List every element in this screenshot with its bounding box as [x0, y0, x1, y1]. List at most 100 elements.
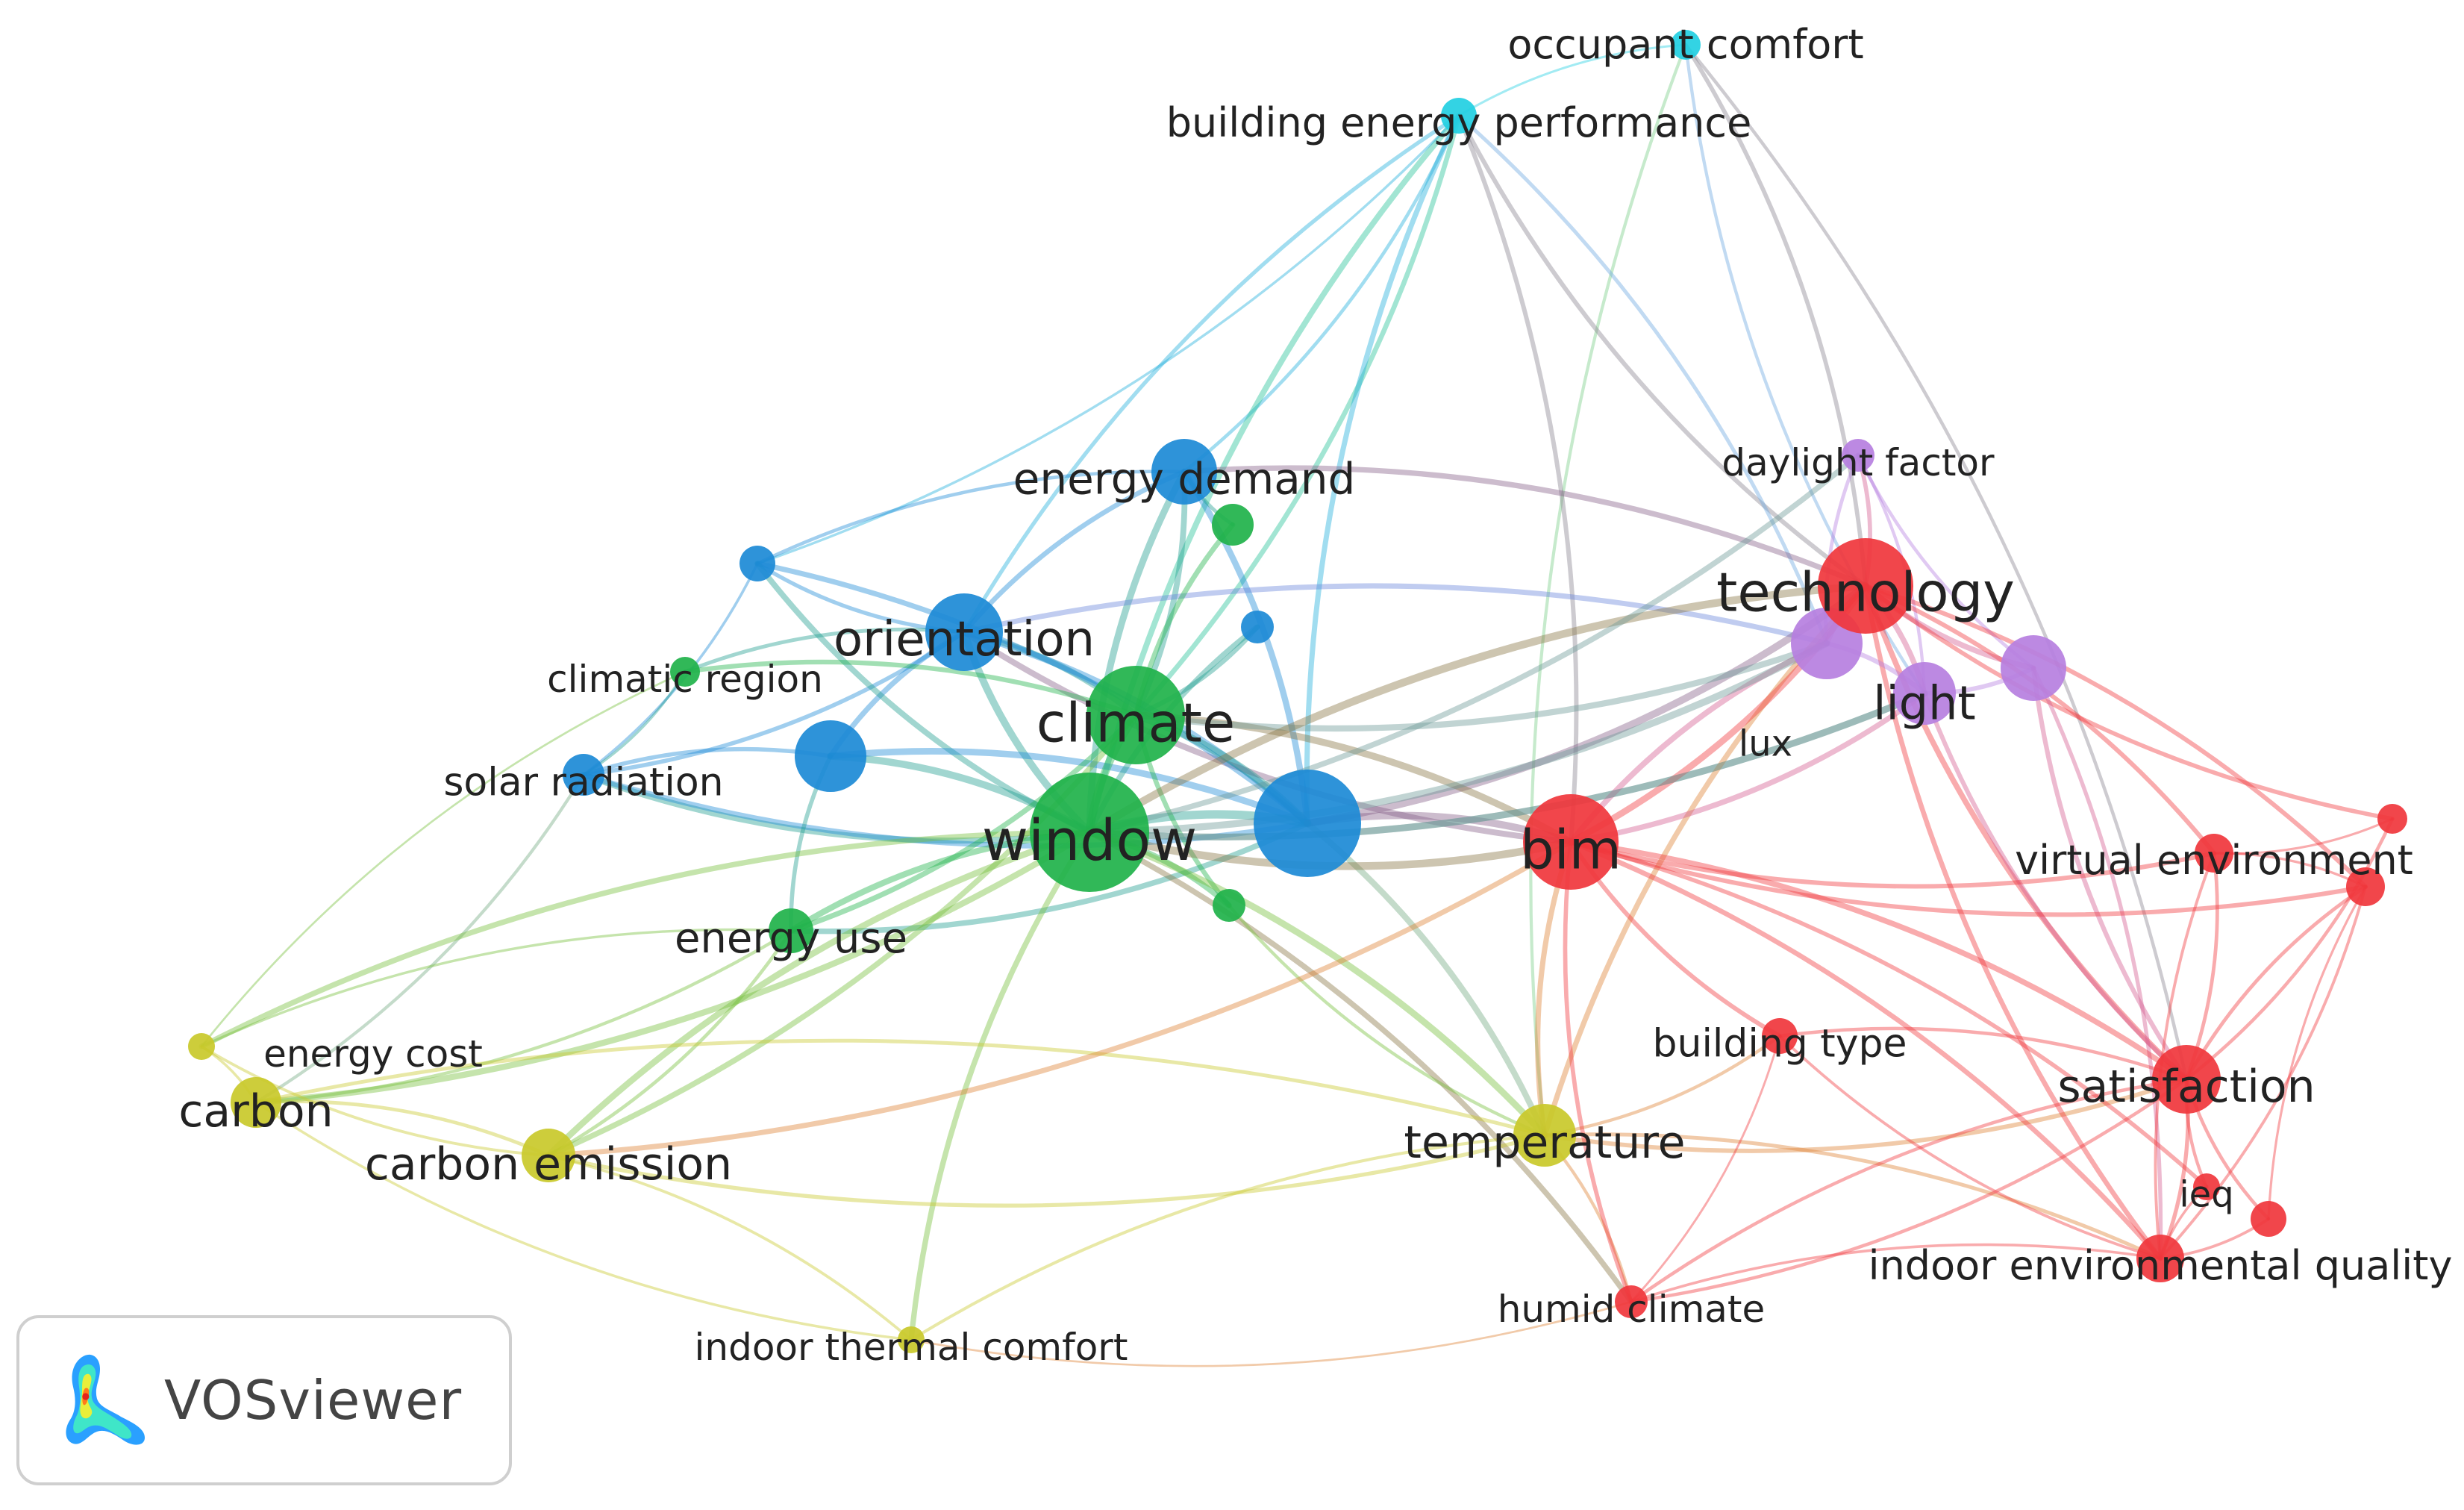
- node-satisfaction[interactable]: [2152, 1045, 2221, 1114]
- link-bim-red-unlabeled-2: [1569, 840, 2368, 917]
- node-virtual-environment[interactable]: [2195, 834, 2233, 873]
- node-technology[interactable]: [1818, 538, 1913, 634]
- link-window-temperature: [1086, 829, 1548, 1139]
- label-daylight-factor: daylight factor: [1722, 441, 1995, 484]
- node-orientation[interactable]: [925, 593, 1003, 671]
- link-temperature-indoor-environmental-quality: [1542, 1132, 2163, 1261]
- node-blue-unlabeled-4[interactable]: [1254, 770, 1361, 877]
- link-building-energy-performance-blue-unlabeled-4: [1304, 113, 1462, 826]
- link-temperature-building-type: [1542, 1034, 1782, 1138]
- link-window-humid-climate: [1086, 829, 1634, 1305]
- link-blue-unlabeled-1-window: [754, 561, 1092, 835]
- link-blue-unlabeled-4-energy-use: [788, 820, 1310, 935]
- link-indoor-environmental-quality-humid-climate: [1630, 1243, 2162, 1303]
- link-occupant-comfort-technology: [1683, 43, 1868, 588]
- link-virtual-environment-red-unlabeled-1: [2213, 817, 2394, 855]
- link-bim-satisfaction: [1568, 839, 2189, 1082]
- link-carbon-emission-bim: [545, 839, 1574, 1158]
- link-energy-cost-carbon-emission: [200, 1045, 550, 1157]
- node-purple-unlabeled-1[interactable]: [2001, 635, 2066, 701]
- node-temperature[interactable]: [1513, 1104, 1576, 1167]
- link-climate-bim: [1132, 711, 1575, 846]
- node-humid-climate[interactable]: [1615, 1285, 1648, 1318]
- link-energy-use-carbon: [254, 929, 793, 1105]
- label-technology: technology: [1716, 561, 2015, 624]
- link-building-energy-performance-blue-unlabeled-1: [756, 114, 1460, 565]
- link-temperature-satisfaction: [1542, 1077, 2189, 1153]
- node-carbon-emission[interactable]: [522, 1129, 575, 1182]
- link-occupant-comfort-temperature: [1529, 43, 1688, 1138]
- node-indoor-environmental-quality[interactable]: [2136, 1235, 2184, 1282]
- label-indoor-environmental-quality: indoor environmental quality: [1869, 1242, 2453, 1289]
- link-building-energy-performance-technology: [1457, 113, 1868, 588]
- link-green-unlabeled-2-temperature: [1227, 903, 1547, 1138]
- label-carbon-emission: carbon emission: [365, 1138, 732, 1191]
- node-energy-use[interactable]: [769, 908, 813, 953]
- link-climatic-region-energy-cost: [200, 670, 687, 1048]
- link-daylight-factor-purple-unlabeled-1: [1856, 453, 2036, 670]
- node-indoor-thermal-comfort[interactable]: [898, 1326, 925, 1353]
- link-orientation-solar-radiation: [581, 630, 966, 777]
- link-energy-use-carbon-emission: [546, 929, 793, 1158]
- node-building-type[interactable]: [1762, 1018, 1798, 1054]
- node-occupant-comfort[interactable]: [1671, 30, 1701, 60]
- nodes-layer: [188, 30, 2407, 1353]
- label-temperature: temperature: [1404, 1117, 1685, 1169]
- node-building-energy-performance[interactable]: [1441, 98, 1477, 134]
- link-climate-lux: [1132, 640, 1830, 732]
- label-humid-climate: humid climate: [1498, 1288, 1766, 1331]
- label-energy-demand: energy demand: [1013, 453, 1356, 504]
- link-solar-radiation-blue-unlabeled-4: [581, 772, 1310, 849]
- link-bim-indoor-environmental-quality: [1568, 839, 2163, 1261]
- link-bim-ieq: [1569, 840, 2209, 1189]
- label-ieq: ieq: [2179, 1173, 2233, 1215]
- link-orientation-bim: [961, 629, 1574, 845]
- node-light[interactable]: [1893, 662, 1956, 725]
- node-climatic-region[interactable]: [670, 657, 700, 687]
- link-daylight-factor-window: [1086, 452, 1861, 835]
- link-solar-radiation-window: [581, 772, 1092, 844]
- node-daylight-factor[interactable]: [1842, 439, 1874, 472]
- node-green-unlabeled-2[interactable]: [1213, 889, 1245, 922]
- vosviewer-label: VOSviewer: [164, 1369, 463, 1432]
- node-bim[interactable]: [1523, 794, 1619, 890]
- label-building-type: building type: [1653, 1022, 1907, 1067]
- link-virtual-environment-indoor-environmental-quality: [2154, 852, 2216, 1260]
- link-red-unlabeled-2-satisfaction: [2184, 885, 2368, 1082]
- node-carbon[interactable]: [231, 1077, 281, 1128]
- node-energy-demand[interactable]: [1151, 439, 1217, 505]
- node-ieq[interactable]: [2193, 1173, 2220, 1200]
- label-energy-use: energy use: [675, 914, 907, 963]
- node-blue-unlabeled-1[interactable]: [739, 546, 775, 581]
- node-green-unlabeled-1[interactable]: [1212, 504, 1254, 546]
- node-red-unlabeled-2[interactable]: [2346, 867, 2385, 906]
- link-energy-use-energy-cost: [200, 928, 792, 1048]
- label-lux: lux: [1739, 723, 1792, 764]
- node-window[interactable]: [1030, 773, 1149, 892]
- link-building-type-indoor-environmental-quality: [1778, 1035, 2162, 1260]
- vosviewer-badge: VOSviewer: [16, 1315, 512, 1485]
- link-technology-red-unlabeled-1: [1863, 584, 2395, 821]
- link-purple-unlabeled-1-satisfaction: [2030, 665, 2189, 1082]
- node-red-unlabeled-3[interactable]: [2251, 1201, 2286, 1237]
- node-red-unlabeled-1[interactable]: [2377, 804, 2407, 834]
- node-solar-radiation[interactable]: [563, 754, 604, 796]
- link-carbon-indoor-thermal-comfort: [254, 1101, 913, 1341]
- node-blue-unlabeled-2[interactable]: [1241, 611, 1274, 643]
- link-red-unlabeled-2-red-unlabeled-3: [2267, 885, 2367, 1220]
- label-indoor-thermal-comfort: indoor thermal comfort: [695, 1326, 1128, 1369]
- link-window-energy-cost: [198, 829, 1092, 1049]
- node-climate[interactable]: [1086, 666, 1185, 764]
- node-blue-unlabeled-3[interactable]: [795, 720, 866, 792]
- node-energy-cost[interactable]: [188, 1033, 215, 1060]
- link-carbon-carbon-emission: [254, 1099, 551, 1158]
- link-climate-energy-use: [788, 712, 1139, 934]
- link-light-satisfaction: [1922, 691, 2189, 1082]
- link-carbon-emission-temperature: [546, 1133, 1547, 1208]
- link-energy-demand-technology: [1181, 465, 1869, 589]
- link-bim-humid-climate: [1563, 840, 1633, 1304]
- link-humid-climate-satisfaction: [1629, 1077, 2189, 1304]
- link-blue-unlabeled-1-blue-unlabeled-4: [754, 561, 1310, 826]
- link-blue-unlabeled-4-temperature: [1304, 820, 1548, 1139]
